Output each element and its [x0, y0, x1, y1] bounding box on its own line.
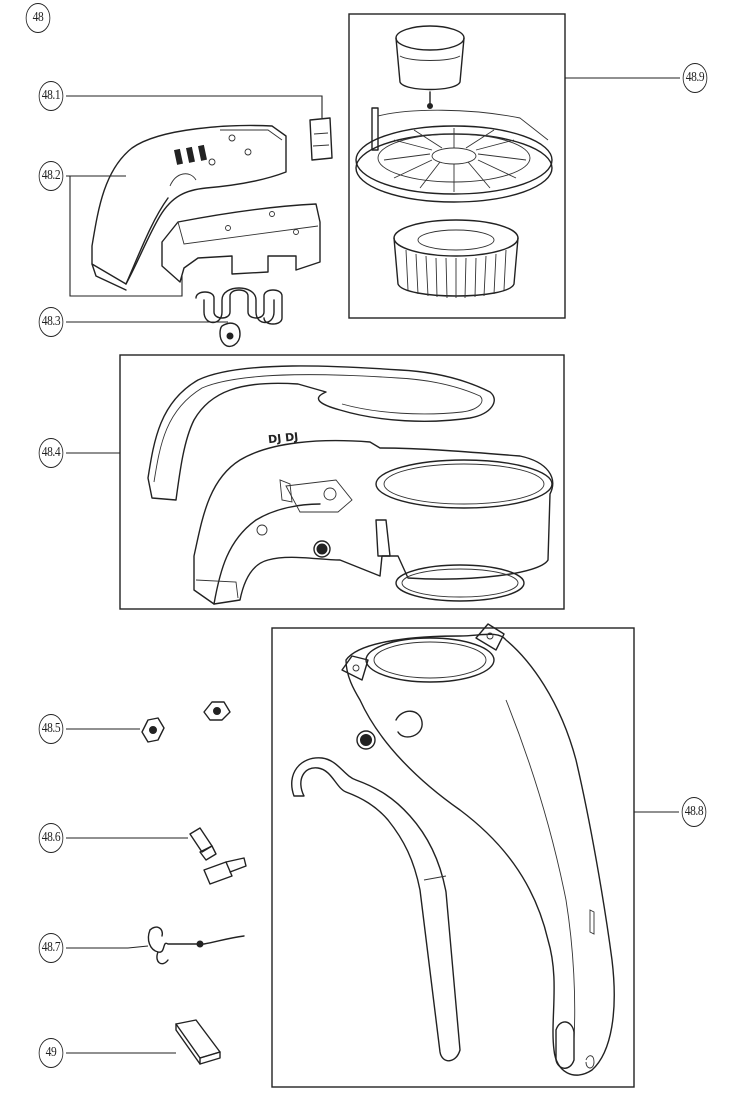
part-48-7-wire-harness [147, 926, 245, 965]
callout-48-7: 48.7 [38, 933, 64, 963]
part-48-5-clip-b [203, 701, 231, 721]
frame-48-9 [348, 13, 566, 319]
leader-48-1 [66, 95, 323, 118]
leader-48-7 [66, 945, 149, 949]
part-48-6-sensor-a [189, 827, 217, 861]
part-48-3-heating-element [195, 287, 283, 348]
callout-48-8: 48.8 [681, 797, 707, 827]
part-48-5-clip-a [141, 717, 165, 743]
callout-48-6: 48.6 [38, 823, 64, 853]
callout-48-3: 48.3 [38, 307, 64, 337]
part-48-8-nozzle-housing [341, 623, 615, 1076]
callout-49: 49 [38, 1038, 64, 1068]
part-48-2-lower-tray [161, 203, 321, 283]
part-48-4-gasket-top [147, 365, 495, 501]
callout-48: 48 [25, 3, 51, 33]
part-48-8-hose [291, 757, 461, 1062]
callout-48-2: 48.2 [38, 161, 64, 191]
callout-48-9: 48.9 [682, 63, 708, 93]
leader-48-2a [66, 175, 183, 297]
part-48-9-fan-wheel [393, 219, 519, 299]
part-48-1-clip [309, 117, 333, 161]
part-48-4-housing [193, 439, 554, 605]
part-48-2-duct-cover [91, 124, 287, 291]
part-48-4-gasket-ring [395, 564, 525, 602]
callout-48-1: 48.1 [38, 81, 64, 111]
embossed-mark: DJ DJ [267, 430, 298, 446]
frame-48-4 [119, 354, 565, 610]
part-48-8-grommet [356, 730, 376, 750]
callout-48-5: 48.5 [38, 714, 64, 744]
part-49-filter [175, 1019, 221, 1065]
callout-48-4: 48.4 [38, 438, 64, 468]
part-48-9-fan-plate [355, 107, 553, 203]
part-48-6-sensor-b [203, 857, 247, 885]
frame-48-8 [271, 627, 635, 1088]
part-48-4-small-grommet [313, 540, 331, 558]
part-48-9-motor-cup [395, 25, 465, 109]
